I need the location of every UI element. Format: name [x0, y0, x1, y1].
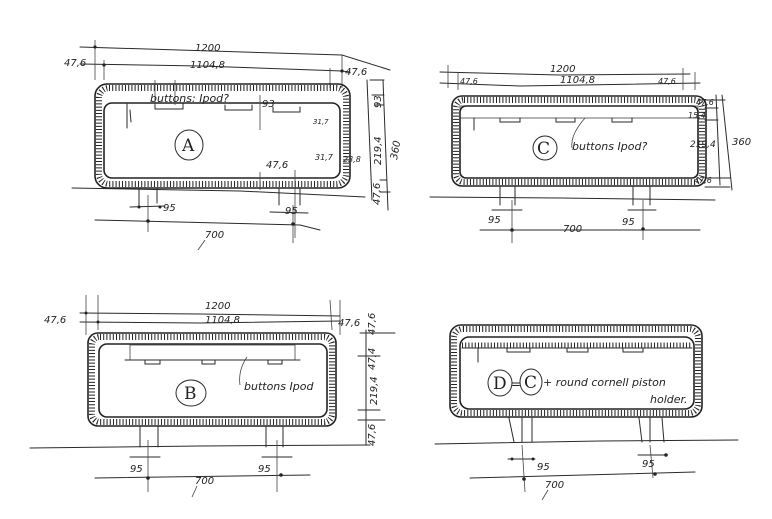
inner-frame	[98, 343, 328, 418]
inner-frame	[459, 105, 699, 179]
dim-side-left: 47,6	[460, 77, 478, 86]
panel-d: D = C + round cornell piston holder. 95 …	[434, 324, 739, 501]
panel-a: 1200 1104,8 47,6 47,6 buttons: Ipod? 93 …	[64, 40, 403, 251]
dim-inner-height: 219,4	[369, 376, 380, 405]
dim-leg-spacing: 700	[545, 480, 564, 491]
dim-bottom: 47,6	[367, 424, 378, 446]
dim-corner-1: 31,7	[313, 118, 329, 126]
dim-overall-width: 1200	[195, 43, 220, 54]
dim-leg-spacing: 700	[195, 476, 214, 487]
dim-side-left: 47,6	[44, 315, 66, 326]
dim-top-band-vertical: 93	[373, 95, 384, 108]
dim-leg-right: 95	[642, 459, 655, 470]
dim-side-right: 47,6	[345, 67, 367, 78]
dim-top-band: 93	[262, 99, 275, 110]
ground-line	[429, 196, 716, 201]
inner-frame	[459, 336, 695, 410]
dim-inner-width: 1104,8	[205, 315, 240, 326]
note-line-1: + round cornell piston	[543, 376, 666, 389]
dim-band: 47,4	[367, 348, 378, 370]
note-buttons-ipod: buttons: Ipod?	[150, 92, 229, 105]
dim-top: 47,6	[367, 313, 378, 335]
ground-line	[29, 444, 371, 449]
dim-total-height: 360	[389, 140, 403, 161]
dim-inner-height: 219,4	[373, 136, 384, 165]
dim-side-right: 47,6	[658, 77, 676, 86]
dim-leg-right: 95	[258, 464, 271, 475]
dim-bottom-inner: 47,6	[266, 160, 288, 171]
panel-letter-b: B	[184, 384, 197, 404]
dim-inner-width: 1104,8	[560, 75, 595, 86]
dim-inner-width: 1104,8	[190, 60, 225, 71]
legs	[138, 187, 301, 207]
dim-line-overall-width	[79, 46, 391, 71]
dim-band: 15,4	[688, 111, 706, 120]
letter-circle-c	[519, 368, 543, 396]
dim-overall-width: 1200	[205, 301, 230, 312]
panel-b: 1200 1104,8 47,6 47,6 B buttons Ipod 47,…	[29, 295, 396, 498]
dim-leg-left: 95	[537, 462, 550, 473]
button-slots	[124, 359, 301, 365]
dim-leg-right: 95	[285, 206, 298, 217]
dim-leg-left: 95	[130, 464, 143, 475]
dim-side-left: 47,6	[64, 58, 86, 69]
ground-line	[71, 187, 366, 198]
letter-circle-d	[487, 369, 513, 397]
legs	[139, 426, 284, 448]
panel-letter-a: A	[181, 136, 195, 156]
letter-circle	[174, 129, 204, 161]
dim-leg-spacing: 700	[563, 224, 582, 235]
equals-sign: =	[511, 377, 521, 391]
panel-c: 1200 1104,8 47,6 47,6 C buttons Ipod? 47…	[429, 64, 751, 243]
dim-overall-width: 1200	[550, 64, 575, 75]
button-slots	[499, 117, 633, 123]
note-line-2: holder.	[650, 393, 688, 406]
note-buttons-ipod: buttons Ipod	[244, 380, 314, 393]
legs	[499, 186, 651, 206]
outer-frame	[451, 95, 707, 187]
hatched-band	[129, 344, 296, 361]
outer-frame	[449, 324, 703, 418]
panel-letter-c: C	[537, 139, 550, 159]
panel-letter-c: C	[524, 373, 537, 393]
dim-corner-2: 31,7	[315, 153, 334, 162]
dim-side-right: 47,6	[338, 318, 360, 329]
hatched-band	[459, 105, 699, 119]
outer-frame	[94, 83, 351, 189]
outer-frame	[87, 332, 337, 427]
button-slots	[461, 347, 693, 353]
letter-circle	[175, 379, 207, 407]
dim-total-height: 360	[732, 137, 751, 148]
dim-bottom: 47,6	[694, 176, 712, 185]
note-buttons-ipod: buttons Ipod?	[572, 140, 647, 153]
button-slots	[154, 102, 301, 113]
dim-leg-right: 95	[622, 217, 635, 228]
dim-bottom: 47,6	[372, 183, 383, 205]
dim-leg-left: 95	[488, 215, 501, 226]
legs	[508, 417, 665, 443]
dim-top: 47,6	[696, 98, 714, 107]
dim-inner-height: 219,4	[690, 140, 716, 150]
dim-leg-spacing: 700	[205, 230, 224, 241]
panel-letter-d: D	[493, 374, 507, 394]
letter-circle	[532, 135, 558, 161]
ground-line	[434, 439, 739, 445]
dim-corner-3: 23,8	[343, 155, 361, 164]
dim-leg-left: 95	[163, 203, 176, 214]
inner-frame	[103, 102, 341, 179]
